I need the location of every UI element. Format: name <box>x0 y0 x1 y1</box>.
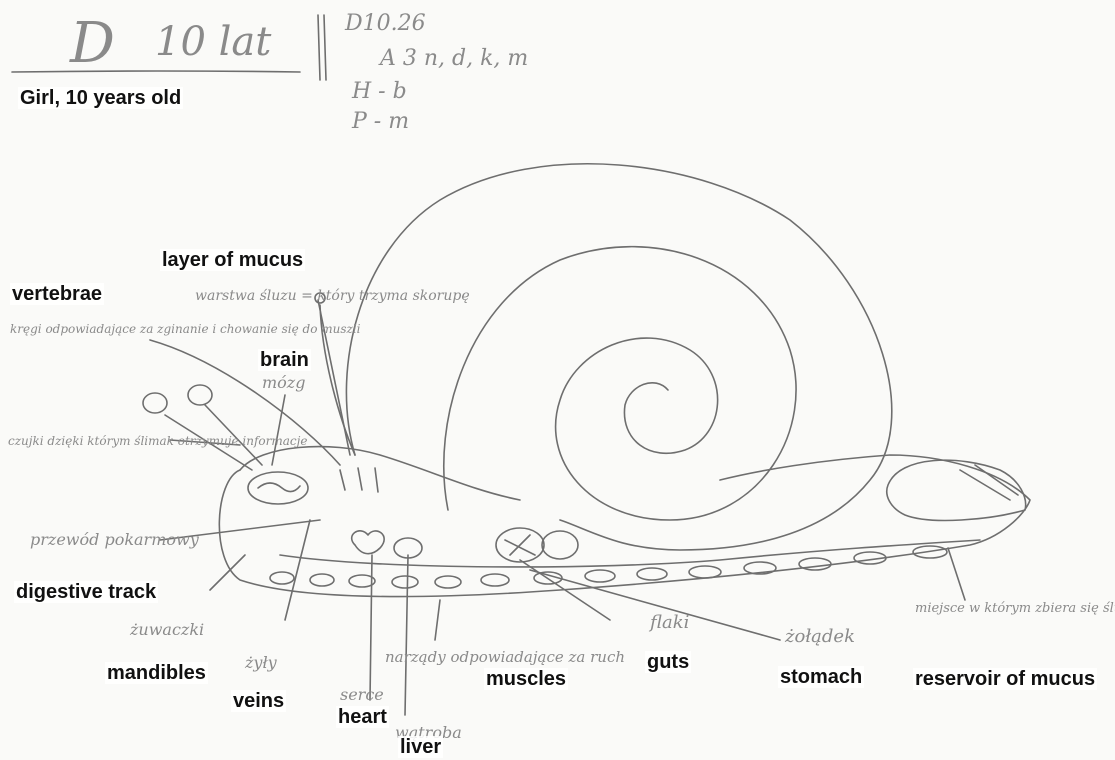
hw-warstwa: warstwa śluzu = który trzyma skorupę <box>195 288 470 304</box>
label-liver: liver <box>398 736 443 758</box>
hw-flaki: flaki <box>648 612 689 633</box>
label-digestive-track: digestive track <box>14 581 158 603</box>
hw-narzady: narządy odpowiadające za ruch <box>385 648 625 666</box>
leader-veins <box>285 520 310 620</box>
hw-mozg: mózg <box>262 373 305 392</box>
label-heart: heart <box>336 706 389 728</box>
heart-shape <box>352 531 384 554</box>
header-divider <box>318 15 326 80</box>
label-mandibles: mandibles <box>105 662 208 684</box>
shell-spiral <box>444 247 796 520</box>
hw-zuwaczki: żuwaczki <box>129 620 204 639</box>
label-guts: guts <box>645 651 691 673</box>
handwritten-note-3: H - b <box>351 79 407 104</box>
handwritten-id: D <box>69 11 115 76</box>
hw-zyly: żyły <box>244 653 278 672</box>
hw-przewod: przewód pokarmowy <box>30 530 200 549</box>
label-brain: brain <box>258 349 311 371</box>
label-muscles: muscles <box>484 668 568 690</box>
leader-muscles <box>435 600 440 640</box>
handwritten-note-2: A 3 n, d, k, m <box>378 46 528 71</box>
caption-label: Girl, 10 years old <box>18 87 183 109</box>
label-vertebrae: vertebrae <box>10 283 104 305</box>
hw-serce: serce <box>340 685 384 704</box>
handwritten-note-1: D10.26 <box>344 11 426 36</box>
label-veins: veins <box>231 690 286 712</box>
hw-czujki: czujki dzięki którym ślimak otrzymuje in… <box>8 434 307 448</box>
leader-mandibles <box>210 555 245 590</box>
mucus-reservoir <box>887 460 1026 520</box>
header-underline <box>12 71 300 72</box>
handwritten-age: 10 lat <box>155 19 272 65</box>
leader-reservoir <box>948 548 965 600</box>
handwritten-note-4: P - m <box>351 109 409 134</box>
label-reservoir-of-mucus: reservoir of mucus <box>913 668 1097 690</box>
hw-kregi: kręgi odpowiadające za zginanie i chowan… <box>10 322 361 336</box>
hw-miejsce: miejsce w którym zbiera się śluz <box>915 601 1115 616</box>
body-top <box>240 447 520 500</box>
hw-zoladek: żołądek <box>784 626 855 647</box>
leader-guts <box>520 560 610 620</box>
snail-shell <box>346 164 891 550</box>
leader-liver <box>405 555 408 715</box>
label-layer-of-mucus: layer of mucus <box>160 249 305 271</box>
label-stomach: stomach <box>778 666 864 688</box>
